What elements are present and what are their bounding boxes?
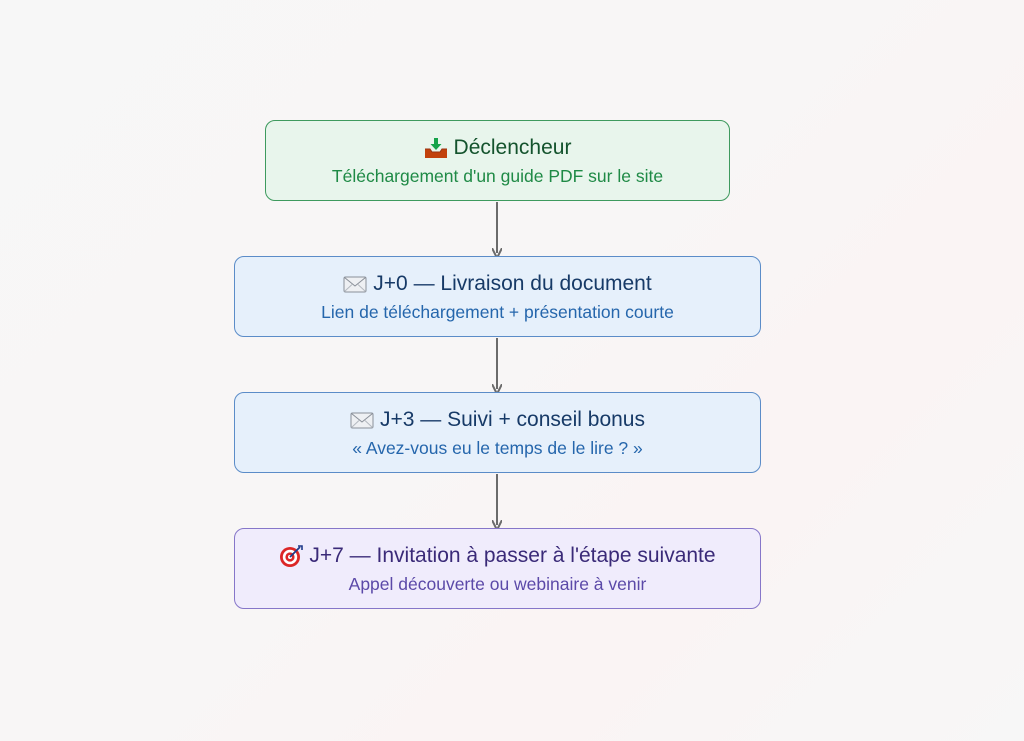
inbox-tray-icon (424, 137, 448, 159)
node-day7: J+7 — Invitation à passer à l'étape suiv… (234, 528, 761, 609)
node-day3-title-row: J+3 — Suivi + conseil bonus (350, 407, 645, 433)
node-day3: J+3 — Suivi + conseil bonus « Avez-vous … (234, 392, 761, 473)
node-day7-title-row: J+7 — Invitation à passer à l'étape suiv… (279, 543, 716, 569)
node-trigger: Déclencheur Téléchargement d'un guide PD… (265, 120, 730, 201)
node-day7-title: J+7 — Invitation à passer à l'étape suiv… (309, 543, 716, 567)
target-icon (279, 544, 304, 567)
node-trigger-title-row: Déclencheur (424, 135, 572, 161)
node-trigger-title: Déclencheur (453, 135, 572, 159)
node-trigger-subtitle: Téléchargement d'un guide PDF sur le sit… (331, 165, 664, 186)
node-day0-title: J+0 — Livraison du document (373, 271, 652, 295)
node-day0-title-row: J+0 — Livraison du document (343, 271, 652, 297)
node-day0: J+0 — Livraison du document Lien de télé… (234, 256, 761, 337)
node-day3-title: J+3 — Suivi + conseil bonus (380, 407, 645, 431)
node-day7-subtitle: Appel découverte ou webinaire à venir (348, 573, 647, 594)
envelope-icon (343, 273, 367, 295)
node-day0-subtitle: Lien de téléchargement + présentation co… (321, 301, 674, 322)
envelope-icon (350, 409, 374, 431)
node-day3-subtitle: « Avez-vous eu le temps de le lire ? » (352, 437, 643, 458)
